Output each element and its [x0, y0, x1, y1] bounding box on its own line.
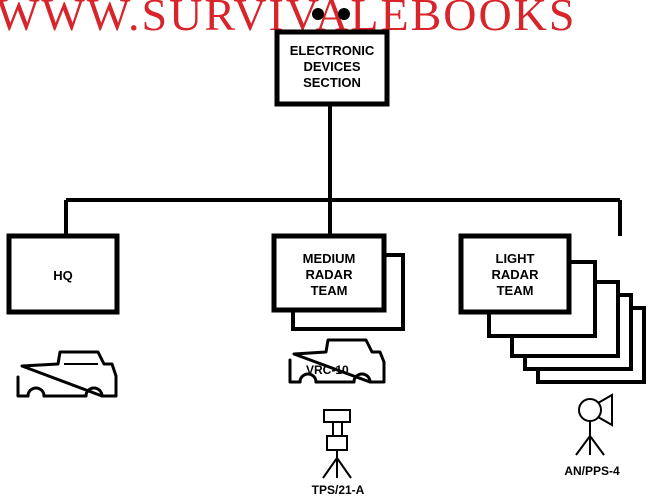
root-node: ELECTRONIC DEVICES SECTION	[274, 29, 390, 107]
root-label-line-3: SECTION	[303, 75, 361, 90]
medium-radar-label: TPS/21-A	[312, 483, 365, 497]
tps-radar-icon: TPS/21-A	[312, 409, 365, 497]
hq-label: HQ	[53, 268, 73, 283]
dot-left	[312, 8, 324, 20]
connector-lines	[64, 103, 622, 236]
light-label-line-2: RADAR	[492, 267, 540, 282]
hq-node: HQ	[6, 233, 120, 315]
hq-jeep-icon	[16, 350, 118, 398]
medium-label-line-2: RADAR	[306, 267, 354, 282]
light-label-line-1: LIGHT	[496, 251, 535, 266]
light-radar-label: AN/PPS-4	[564, 464, 620, 478]
root-label-line-2: DEVICES	[303, 59, 360, 74]
root-label-line-1: ELECTRONIC	[290, 43, 375, 58]
medium-radar-node: MEDIUM RADAR TEAM	[271, 233, 405, 331]
radio-jeep-icon: VRC-10	[288, 338, 386, 384]
radio-label: VRC-10	[306, 363, 349, 377]
pps-radar-icon: AN/PPS-4	[564, 393, 620, 478]
medium-label-line-1: MEDIUM	[303, 251, 356, 266]
medium-label-line-3: TEAM	[311, 283, 348, 298]
light-radar-node: LIGHT RADAR TEAM	[458, 233, 646, 384]
dot-right	[338, 8, 350, 20]
light-label-line-3: TEAM	[497, 283, 534, 298]
